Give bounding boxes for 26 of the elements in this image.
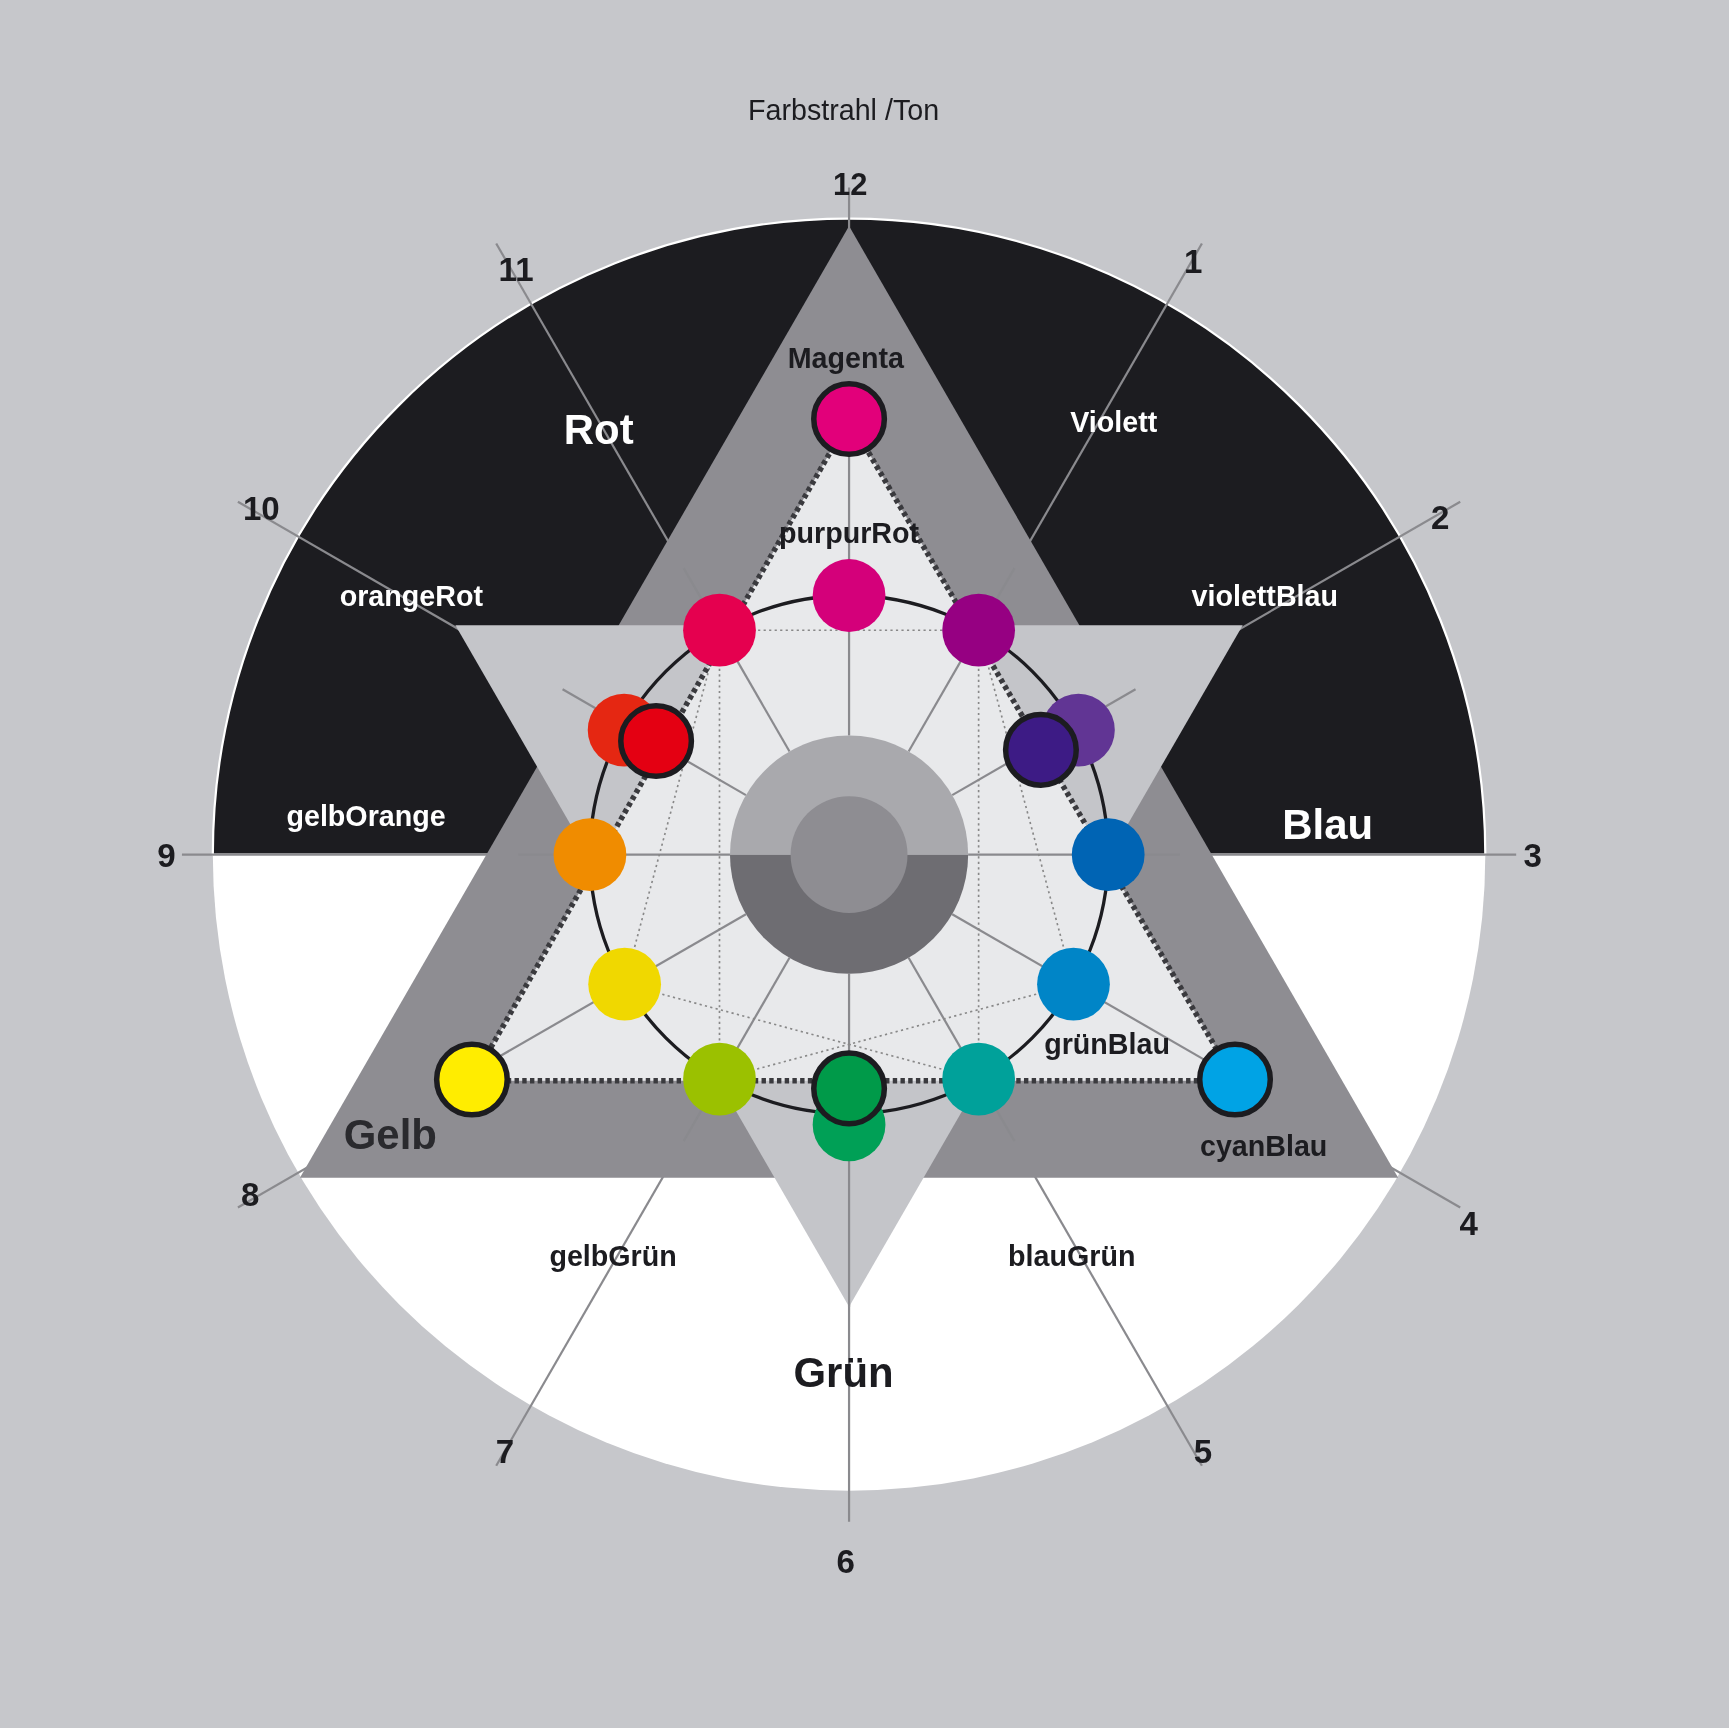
number-label: 5 bbox=[1193, 1434, 1213, 1471]
color-label: orangeRot bbox=[339, 580, 483, 613]
number-label: 4 bbox=[1459, 1205, 1478, 1243]
color-label: gelbOrange bbox=[286, 801, 446, 833]
color-label: Violett bbox=[1070, 407, 1158, 440]
number-label: 2 bbox=[1430, 500, 1450, 537]
number-label: 11 bbox=[498, 251, 534, 289]
title: Farbstrahl /Ton bbox=[748, 95, 940, 128]
color-label: Rot bbox=[563, 407, 634, 454]
number-label: 6 bbox=[836, 1544, 855, 1581]
color-label: Gelb bbox=[343, 1111, 437, 1158]
number-label: 1 bbox=[1183, 244, 1203, 281]
color-label: Magenta bbox=[787, 343, 904, 376]
color-label: cyanBlau bbox=[1199, 1131, 1328, 1163]
number-label: 12 bbox=[833, 168, 868, 203]
number-label: 7 bbox=[495, 1434, 515, 1471]
number-label: 3 bbox=[1523, 837, 1542, 874]
color-label: grünBlau bbox=[1044, 1029, 1170, 1062]
number-label: 8 bbox=[241, 1177, 260, 1214]
color-label: gelbGrün bbox=[549, 1241, 677, 1273]
color-label: violettBlau bbox=[1191, 580, 1338, 613]
number-label: 9 bbox=[157, 837, 176, 874]
color-label: Blau bbox=[1282, 801, 1373, 848]
color-label: Grün bbox=[793, 1349, 894, 1396]
number-label: 10 bbox=[242, 491, 280, 528]
color-label: blauGrün bbox=[1008, 1241, 1136, 1273]
